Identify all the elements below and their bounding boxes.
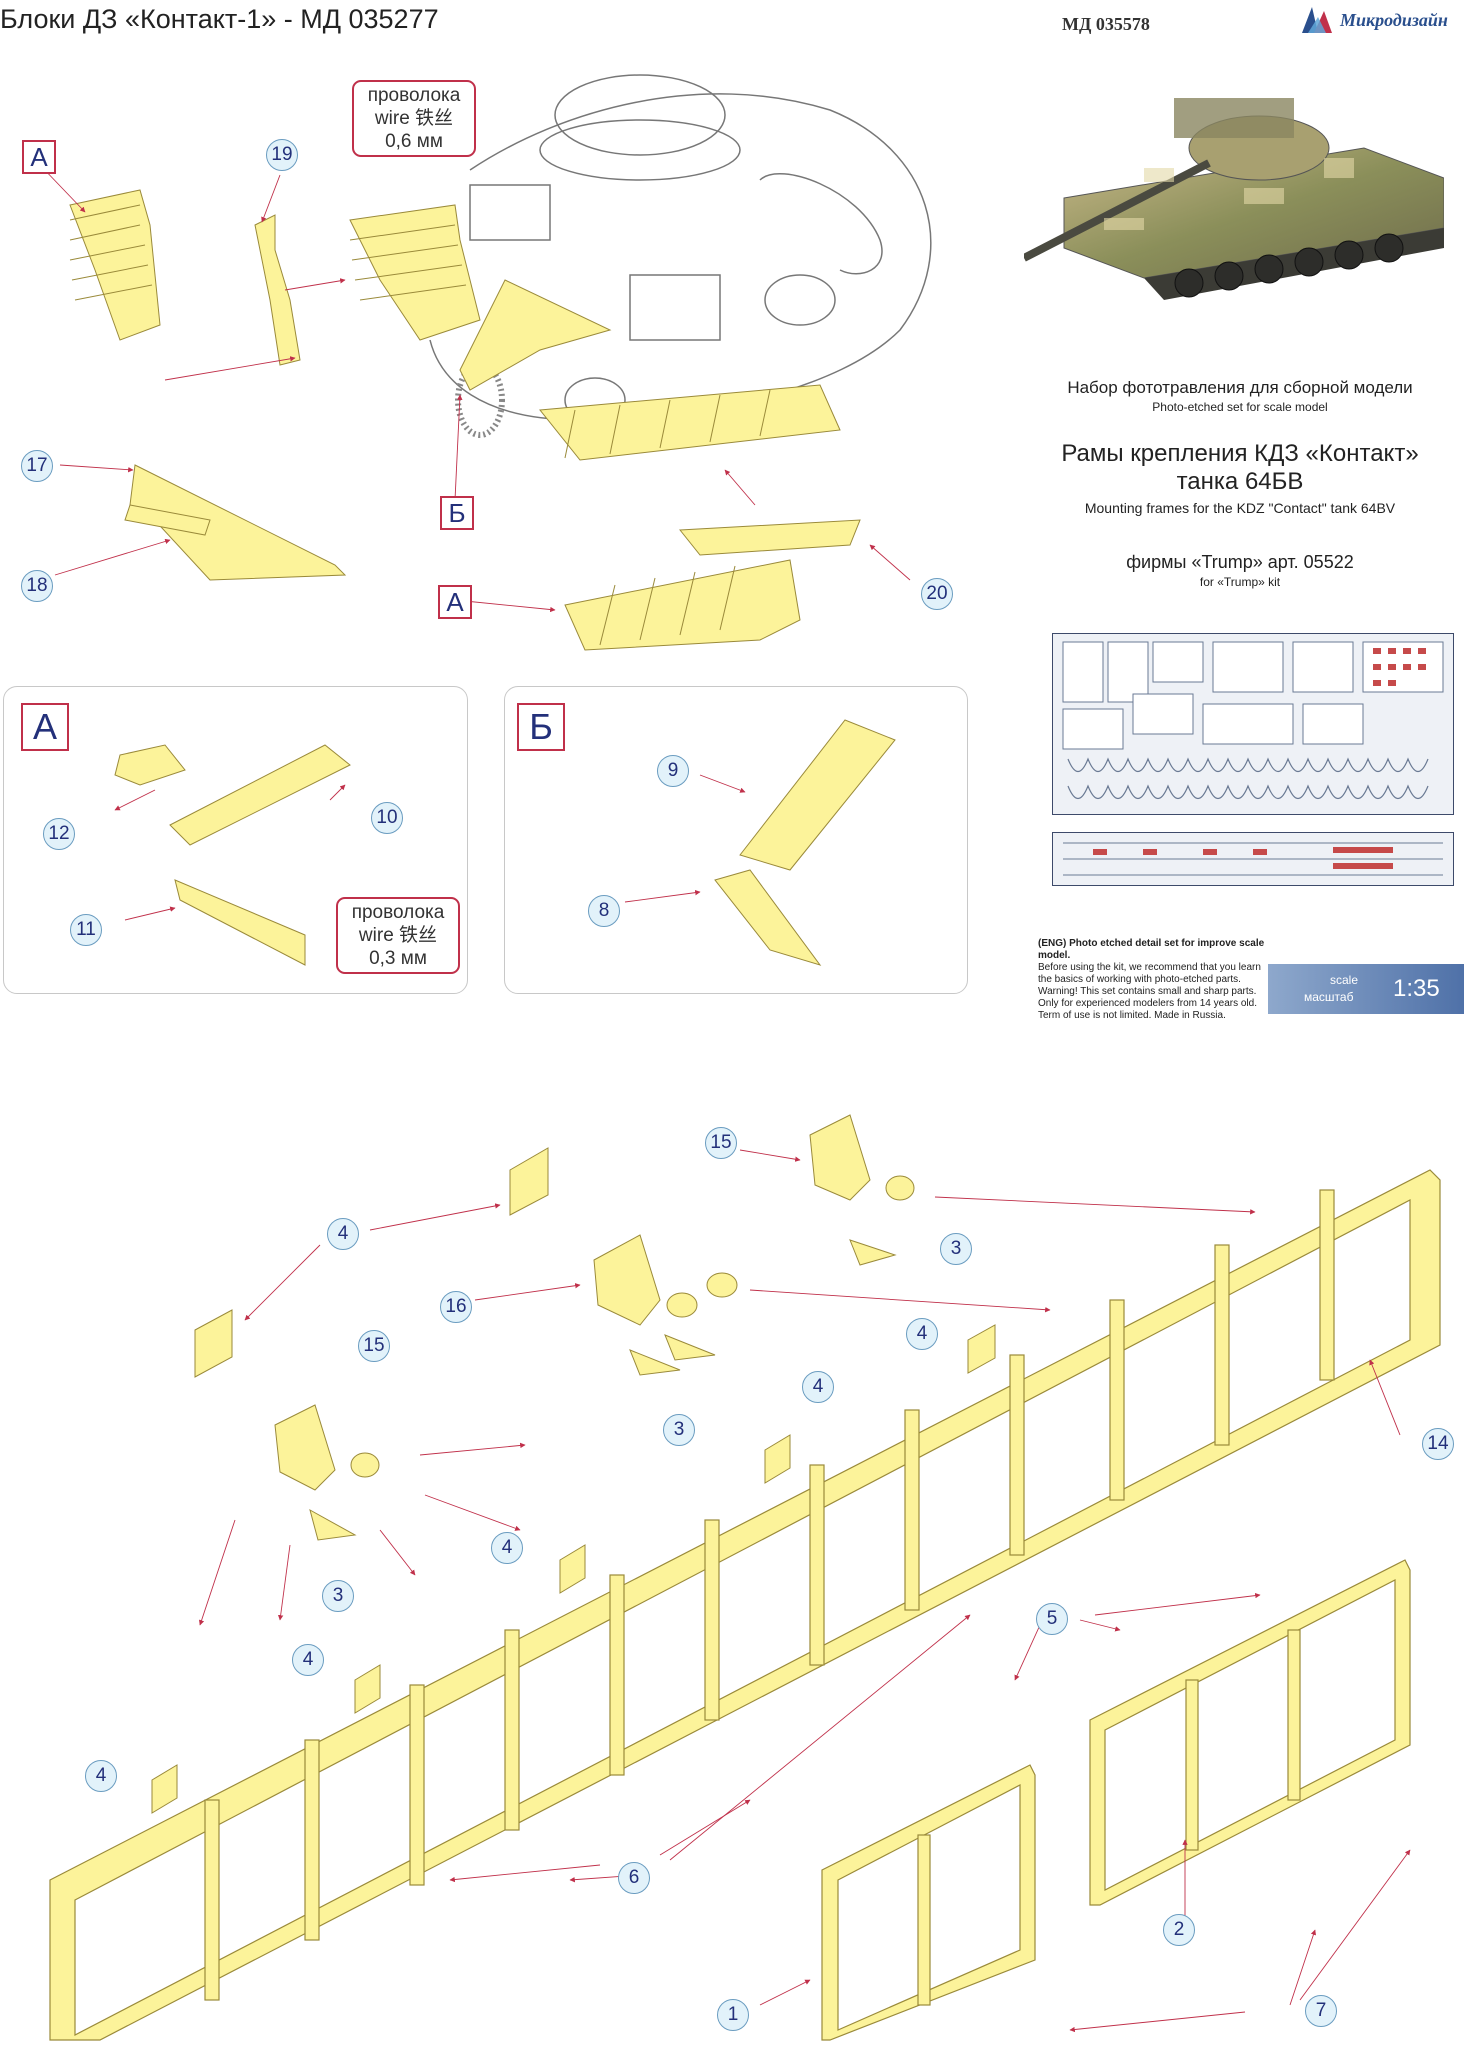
callout-12: 12: [43, 818, 75, 850]
part-a-stack: [69, 189, 161, 341]
section-label-a: А: [22, 140, 56, 174]
product-subtitle-en: Photo-etched set for scale model: [1152, 400, 1328, 414]
callout-3: 3: [940, 1233, 972, 1265]
frame-1: [821, 1764, 1036, 2041]
product-title-ru: Рамы крепления КДЗ «Контакт» танка 64БВ: [1020, 440, 1460, 496]
callout-17: 17: [21, 450, 53, 482]
callout-7: 7: [1305, 1995, 1337, 2027]
callout-19: 19: [266, 139, 298, 171]
product-title-ru-line2: танка 64БВ: [1176, 468, 1304, 495]
kit-reference-ru: фирмы «Trump» арт. 05522: [1126, 552, 1354, 572]
panel-b-label: Б: [517, 703, 565, 751]
part-19: [254, 214, 301, 366]
callout-6: 6: [618, 1862, 650, 1894]
product-title-en: Mounting frames for the KDZ "Contact" ta…: [1084, 500, 1396, 516]
scale-banner: scale масштаб 1:35: [1268, 964, 1464, 1014]
wire-note-cn: 铁丝: [399, 925, 438, 946]
part-a-stack-on-turret: [349, 204, 481, 341]
callout-4: 4: [327, 1218, 359, 1250]
notice-text: (ENG) Photo etched detail set for improv…: [1038, 938, 1298, 1022]
callout-11: 11: [70, 914, 102, 946]
callout-5: 5: [1036, 1603, 1068, 1635]
wire-note-size: 0,3 мм: [369, 948, 427, 969]
notice-line: (ENG) Photo etched detail set for improv…: [1038, 938, 1265, 961]
part-a-row-bottom: [564, 559, 801, 651]
photo-etch-fret-preview: [1052, 633, 1454, 815]
wire-note-panel-a: проволока wire 铁丝 0,3 мм: [336, 897, 460, 974]
callout-4: 4: [292, 1644, 324, 1676]
product-title-ru-line1: Рамы крепления КДЗ «Контакт»: [1061, 440, 1419, 467]
brand-logo-icon: [1302, 7, 1332, 33]
wire-note-en: wire: [358, 925, 394, 946]
callout-3: 3: [663, 1414, 695, 1446]
callout-14: 14: [1422, 1428, 1454, 1460]
panel-a-label: А: [21, 703, 69, 751]
wire-note-en-cn: wire 铁丝: [360, 107, 468, 130]
notice-line: Before using the kit, we recommend that …: [1038, 962, 1261, 973]
callout-16: 16: [440, 1291, 472, 1323]
sheet-title: Блоки ДЗ «Контакт-1» - МД 035277: [0, 4, 439, 34]
notice-line: Warning! This set contains small and sha…: [1038, 986, 1257, 997]
callout-3: 3: [322, 1580, 354, 1612]
part-20-row: [539, 384, 841, 461]
photo-etch-fret-preview-small: [1052, 832, 1454, 886]
wire-note-cn: 铁丝: [415, 108, 454, 129]
wire-note-en: wire: [374, 108, 410, 129]
callout-18: 18: [21, 570, 53, 602]
wire-note-size: 0,6 мм: [385, 131, 443, 152]
notice-line: the basics of working with photo-etched …: [1038, 974, 1241, 985]
wire-note-ru: проволока: [351, 902, 445, 923]
frame-2: [1089, 1559, 1411, 1906]
part-20-loose: [679, 519, 861, 556]
callout-9: 9: [657, 755, 689, 787]
callout-15: 15: [705, 1127, 737, 1159]
section-label-a: А: [438, 585, 472, 619]
plates-4: [151, 1147, 996, 1814]
section-label-b: Б: [440, 496, 474, 530]
article-code: МД 035578: [1062, 14, 1150, 34]
scale-label-ru: масштаб: [1304, 990, 1354, 1004]
detail-panel-b: [504, 686, 968, 994]
callout-8: 8: [588, 895, 620, 927]
brand: Микродизайн: [1300, 5, 1448, 35]
callout-20: 20: [921, 578, 953, 610]
callout-4: 4: [85, 1760, 117, 1792]
turret-outline: [429, 74, 932, 423]
callout-15: 15: [358, 1330, 390, 1362]
callout-4: 4: [906, 1318, 938, 1350]
scale-label-en: scale: [1330, 973, 1359, 987]
callout-1: 1: [717, 1999, 749, 2031]
scale-value: 1:35: [1393, 975, 1440, 1002]
hinges-15-16: [274, 1114, 915, 1541]
wire-note-top: проволока wire 铁丝 0,6 мм: [352, 80, 476, 157]
product-subtitle-ru: Набор фототравления для сборной модели: [1067, 378, 1413, 397]
notice-line: Only for experienced modelers from 14 ye…: [1038, 998, 1257, 1009]
part-b-bracket: [459, 279, 612, 391]
callout-4: 4: [491, 1532, 523, 1564]
callout-2: 2: [1163, 1914, 1195, 1946]
tank-photo: [1024, 98, 1444, 300]
callout-4: 4: [802, 1371, 834, 1403]
notice-line: Term of use is not limited. Made in Russ…: [1038, 1010, 1226, 1021]
brand-name: Микродизайн: [1340, 9, 1448, 30]
frame-14: [49, 1169, 1441, 2041]
wire-note-en-cn: wire 铁丝: [344, 924, 452, 947]
part-17-18-rail: [124, 464, 347, 581]
kit-reference-en: for «Trump» kit: [1199, 575, 1281, 589]
turret-ring: [455, 362, 505, 438]
wire-note-ru: проволока: [367, 85, 461, 106]
callout-10: 10: [371, 802, 403, 834]
